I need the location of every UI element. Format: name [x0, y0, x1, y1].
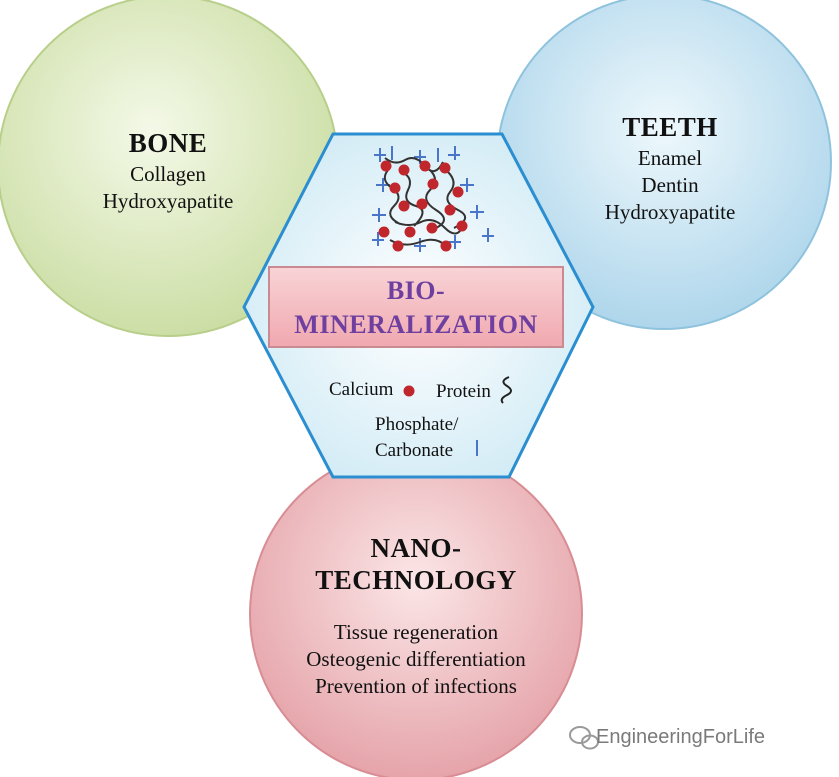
teeth-line-3: Hydroxyapatite	[604, 200, 736, 224]
teeth-line-2: Dentin	[641, 173, 699, 197]
bone-title: BONE	[128, 128, 208, 158]
bone-line-2: Hydroxyapatite	[102, 189, 234, 213]
wechat-icon	[569, 726, 599, 750]
teeth-line-1: Enamel	[637, 146, 703, 170]
nano-line-3: Prevention of infections	[315, 674, 517, 698]
mineralization-title-2: MINERALIZATION	[294, 310, 538, 339]
nano-title-2: TECHNOLOGY	[315, 565, 517, 595]
nano-line-1: Tissue regeneration	[333, 620, 499, 644]
nano-line-2: Osteogenic differentiation	[306, 647, 526, 671]
legend-carbonate-label: Carbonate	[375, 440, 454, 461]
protein-squiggle-icon	[500, 376, 512, 404]
nano-circle	[249, 447, 583, 777]
legend-protein-label: Protein	[436, 381, 491, 402]
legend-phosphate-label: Phosphate/	[375, 414, 459, 435]
calcium-dot-icon	[403, 385, 415, 397]
watermark-text: EngineeringForLife	[596, 726, 765, 748]
legend-calcium-label: Calcium	[329, 379, 394, 400]
bone-line-1: Collagen	[130, 162, 206, 186]
mineralization-band	[268, 266, 564, 348]
nano-title-1: NANO-	[370, 533, 462, 563]
mineralization-title-1: BIO-	[386, 276, 446, 305]
teeth-title: TEETH	[622, 112, 718, 142]
mineral-network-graphic	[372, 146, 494, 252]
